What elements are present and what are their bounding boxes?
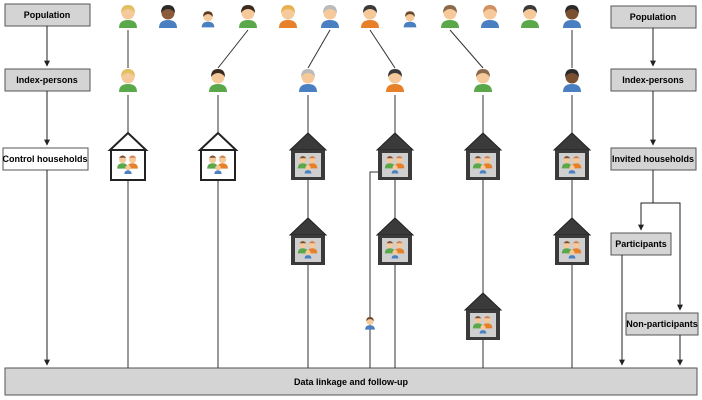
person-icon bbox=[321, 5, 339, 28]
index-people bbox=[119, 69, 581, 92]
person-icon bbox=[119, 5, 137, 28]
index-person-icon bbox=[299, 69, 317, 92]
control-house bbox=[197, 131, 239, 181]
invited-house bbox=[375, 132, 415, 180]
data-linkage-label: Data linkage and follow-up bbox=[294, 377, 409, 387]
person-icon bbox=[563, 5, 581, 28]
index-person-icon bbox=[474, 69, 492, 92]
invited-house bbox=[552, 132, 592, 180]
non-participants-box bbox=[625, 312, 699, 336]
right-split-line-2 bbox=[653, 202, 683, 311]
participants-label: Participants bbox=[615, 239, 667, 249]
control-households-box bbox=[2, 147, 89, 171]
participant-house bbox=[552, 217, 592, 265]
person-icon bbox=[279, 5, 297, 28]
person-icon bbox=[403, 11, 417, 28]
person-icon bbox=[159, 5, 177, 28]
index-person-icon bbox=[119, 69, 137, 92]
participant-house bbox=[375, 217, 415, 265]
left-population-label: Population bbox=[24, 10, 71, 20]
right-split-line bbox=[638, 170, 654, 231]
non-participants-label: Non-participants bbox=[626, 319, 698, 329]
person-icon bbox=[201, 11, 215, 28]
selection-lines bbox=[127, 29, 573, 69]
index-person-icon bbox=[386, 69, 404, 92]
non-participant-house bbox=[463, 292, 503, 340]
participants-box bbox=[610, 232, 672, 256]
participant-house bbox=[288, 217, 328, 265]
left-index-persons-label: Index-persons bbox=[16, 75, 78, 85]
index-person-icon bbox=[563, 69, 581, 92]
person-icon bbox=[481, 5, 499, 28]
index-person-icon bbox=[209, 69, 227, 92]
population-people bbox=[119, 5, 581, 28]
person-icon bbox=[239, 5, 257, 28]
right-index-persons-label: Index-persons bbox=[622, 75, 684, 85]
invited-house bbox=[463, 132, 503, 180]
control-households-label: Control households bbox=[3, 154, 88, 164]
invited-households-label: Invited households bbox=[612, 154, 694, 164]
control-house bbox=[107, 131, 149, 181]
small-person-icon bbox=[365, 316, 375, 330]
person-icon bbox=[361, 5, 379, 28]
data-linkage-bar bbox=[4, 367, 698, 396]
person-icon bbox=[521, 5, 539, 28]
invited-house bbox=[288, 132, 328, 180]
right-population-label: Population bbox=[630, 12, 677, 22]
person-icon bbox=[441, 5, 459, 28]
household-lines bbox=[127, 95, 573, 368]
